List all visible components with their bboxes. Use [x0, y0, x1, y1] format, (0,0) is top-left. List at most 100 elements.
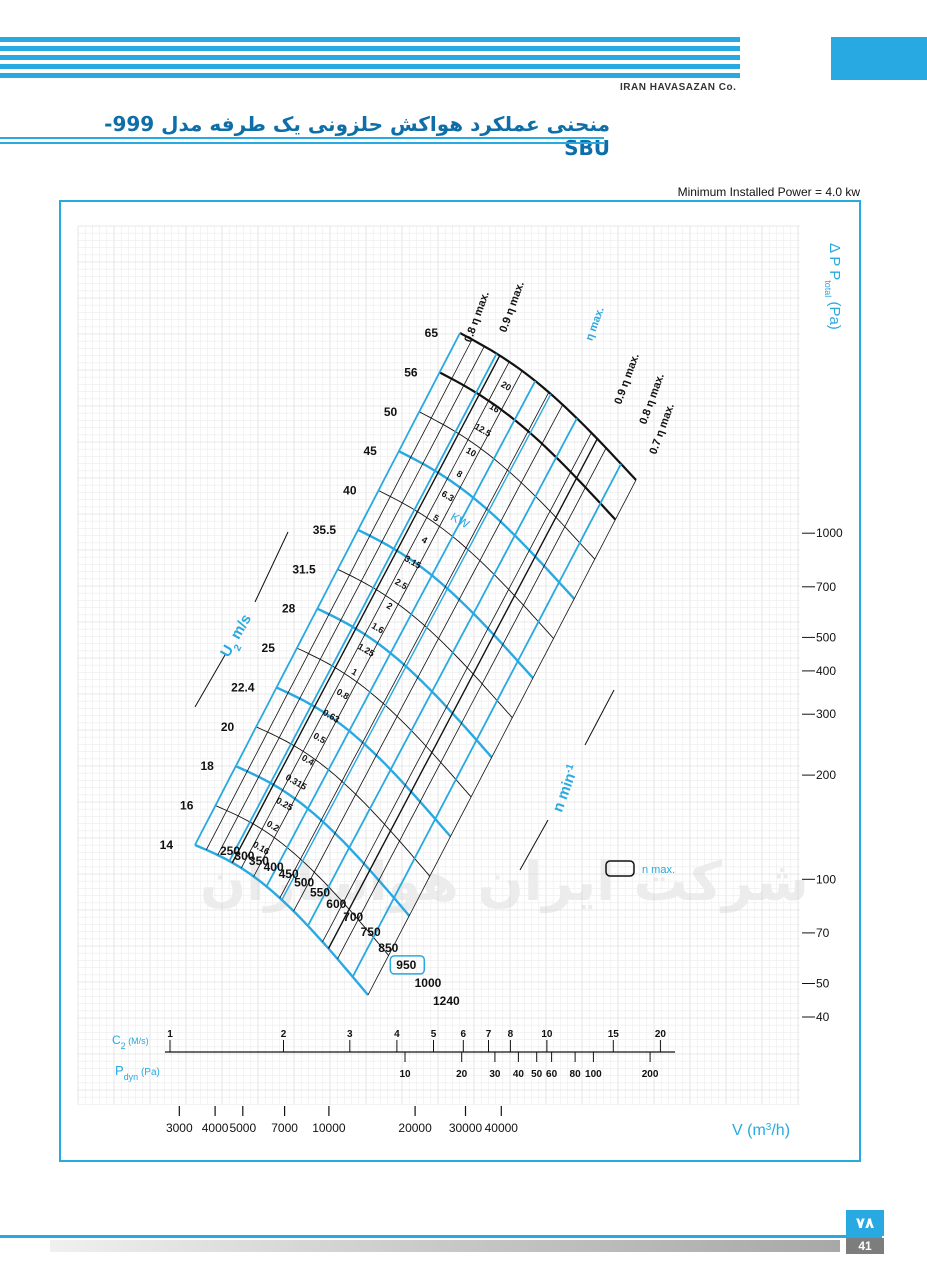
tip-speed-label: 45: [363, 444, 377, 458]
speed-label: 1000: [415, 976, 442, 990]
x-tick-label: 5000: [229, 1121, 256, 1135]
y-tick-label: 40: [816, 1010, 830, 1024]
tip-speed-axis-label: U2 m/s: [217, 611, 259, 662]
company-name: IRAN HAVASAZAN Co.: [620, 82, 737, 93]
efficiency-label: 0.9 η max.: [612, 352, 641, 406]
speed-axis-line: [584, 689, 615, 746]
chart-frame: [59, 200, 861, 1162]
speed-label: 250: [220, 844, 240, 858]
c2-tick-label: 4: [394, 1029, 400, 1040]
power-label: 5: [431, 512, 440, 523]
c2-tick-label: 20: [655, 1029, 667, 1040]
n-max-marker: [389, 955, 426, 975]
n-max-legend-marker: [605, 860, 635, 877]
speed-label: 450: [279, 867, 299, 881]
x-tick-label: 3000: [166, 1121, 193, 1135]
pdyn-tick-label: 60: [546, 1069, 558, 1080]
power-label: 1: [350, 666, 359, 677]
tip-speed-curve: [194, 843, 369, 996]
c2-tick-label: 3: [347, 1029, 353, 1040]
power-label: 0.315: [284, 772, 309, 792]
title-underline-1: [0, 137, 604, 139]
efficiency-line: [281, 393, 552, 901]
pdyn-axis-label: Pdyn (Pa): [115, 1063, 160, 1082]
page-title: منحنی عملکرد هواکش حلزونی یک طرفه مدل 99…: [104, 112, 610, 160]
speed-line: [240, 361, 510, 869]
power-label: 16: [488, 401, 502, 415]
power-label: 4: [420, 534, 429, 545]
header-stripe-4: [0, 64, 740, 69]
x-tick-label: 4000: [202, 1121, 229, 1135]
tip-speed-curve: [235, 765, 411, 917]
page-number-persian: ۷۸: [846, 1210, 884, 1236]
c2-tick-label: 7: [486, 1029, 492, 1040]
speed-line: [217, 346, 485, 856]
speed-label: 400: [264, 860, 284, 874]
tip-speed-curve: [215, 805, 389, 956]
power-label: 10: [464, 445, 478, 459]
header-stripe-2: [0, 46, 740, 51]
speed-label: 850: [378, 941, 398, 955]
x-tick-label: 40000: [485, 1121, 519, 1135]
speed-label: 350: [249, 854, 269, 868]
y-tick-label: 50: [816, 977, 830, 991]
tip-speed-curve: [316, 607, 493, 759]
speed-line: [307, 417, 578, 927]
speed-line: [279, 392, 550, 899]
y-tick-label: 200: [816, 768, 836, 782]
tip-speed-curve: [418, 411, 596, 560]
c2-tick-label: 8: [508, 1029, 514, 1040]
speed-label: 700: [343, 910, 363, 924]
tip-speed-curve: [296, 647, 472, 798]
speed-line: [322, 432, 592, 942]
grid: [77, 225, 800, 1105]
speed-line: [367, 479, 637, 996]
y-axis-label: Δ P Ptotal (Pa): [823, 243, 843, 330]
power-label: 0.4: [300, 753, 316, 768]
tip-speed-curve: [256, 726, 431, 877]
tip-speed-label: 22.4: [231, 681, 255, 695]
y-tick-label: 300: [816, 707, 836, 721]
tip-speed-label: 20: [221, 720, 235, 734]
tip-speed-axis-line: [194, 654, 226, 708]
efficiency-label: 0.9 η max.: [497, 280, 526, 334]
y-tick-label: 400: [816, 664, 836, 678]
efficiency-line: [327, 438, 598, 949]
c2-tick-label: 6: [461, 1029, 467, 1040]
speed-line: [293, 404, 564, 912]
power-label: 0.2: [265, 819, 281, 834]
tip-speed-curve: [378, 490, 554, 639]
speed-label: 950: [396, 958, 416, 972]
speed-line: [228, 353, 498, 862]
c2-axis-label: C2 (M/s): [112, 1033, 149, 1051]
power-label: 1.6: [370, 621, 386, 636]
tip-speed-label: 50: [384, 405, 398, 419]
y-tick-label: 70: [816, 926, 830, 940]
x-axis-label: V (m3/h): [732, 1122, 790, 1140]
efficiency-line: [231, 355, 501, 864]
tip-speed-curve: [398, 450, 576, 600]
pdyn-tick-label: 10: [399, 1069, 411, 1080]
speed-axis-label: n min-1: [549, 762, 582, 814]
y-tick-label: 1000: [816, 526, 843, 540]
speed-line: [205, 339, 473, 850]
y-tick-label: 500: [816, 630, 836, 644]
x-tick-label: 10000: [312, 1121, 346, 1135]
speed-label: 300: [234, 849, 254, 863]
c2-tick-label: 1: [167, 1029, 173, 1040]
tip-speed-curve: [459, 332, 637, 481]
tip-speed-curve: [357, 528, 534, 679]
c2-tick-label: 15: [608, 1029, 620, 1040]
speed-label: 550: [310, 885, 330, 899]
pdyn-tick-label: 40: [513, 1069, 525, 1080]
power-label: 8: [455, 468, 464, 479]
header-stripe-5: [0, 73, 740, 78]
page-number: 41: [846, 1238, 884, 1254]
power-label: 0.25: [274, 795, 294, 812]
tip-speed-curve: [439, 371, 617, 521]
speed-line: [253, 370, 523, 877]
pdyn-tick-label: 80: [570, 1069, 582, 1080]
y-tick-label: 700: [816, 580, 836, 594]
header-stripe-3: [0, 55, 740, 60]
c2-tick-label: 2: [281, 1029, 287, 1040]
